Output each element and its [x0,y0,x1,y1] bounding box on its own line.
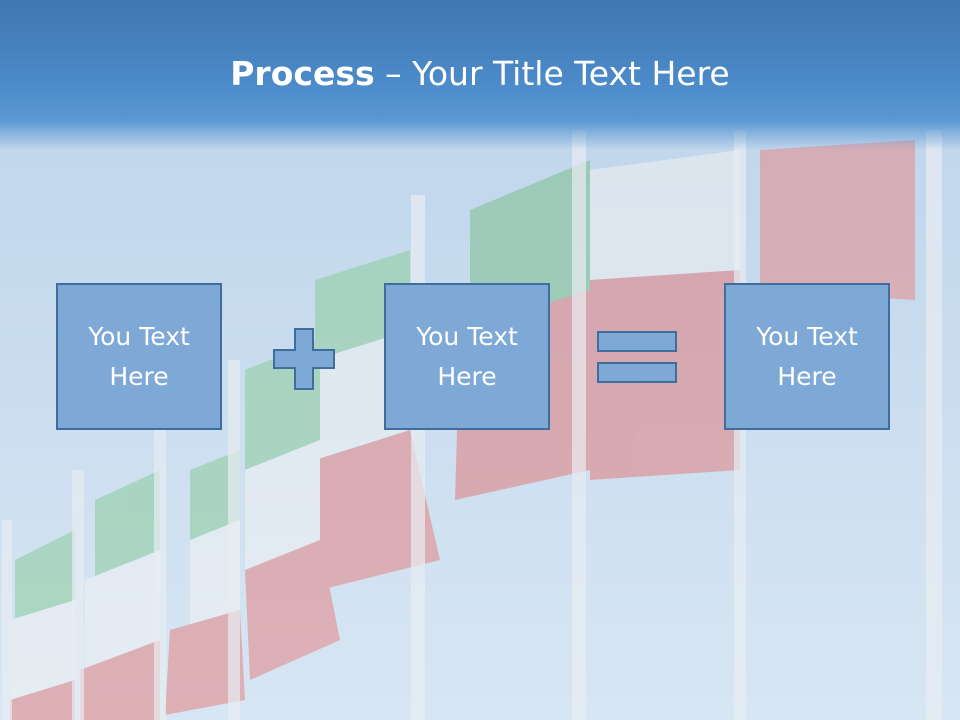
text-box-2[interactable]: You Text Here [384,283,550,430]
title-bar [0,0,960,150]
text-box-3-label: You Text Here [756,321,858,391]
title-bold: Process [230,54,375,93]
plus-icon [273,328,335,390]
text-box-1-label: You Text Here [88,321,190,391]
title-separator: – [374,54,413,93]
text-box-2-label: You Text Here [416,321,518,391]
slide-title: Process – Your Title Text Here [0,52,960,96]
text-box-1[interactable]: You Text Here [56,283,222,430]
equals-icon [597,331,677,383]
title-rest: Your Title Text Here [412,54,730,93]
text-box-3[interactable]: You Text Here [724,283,890,430]
